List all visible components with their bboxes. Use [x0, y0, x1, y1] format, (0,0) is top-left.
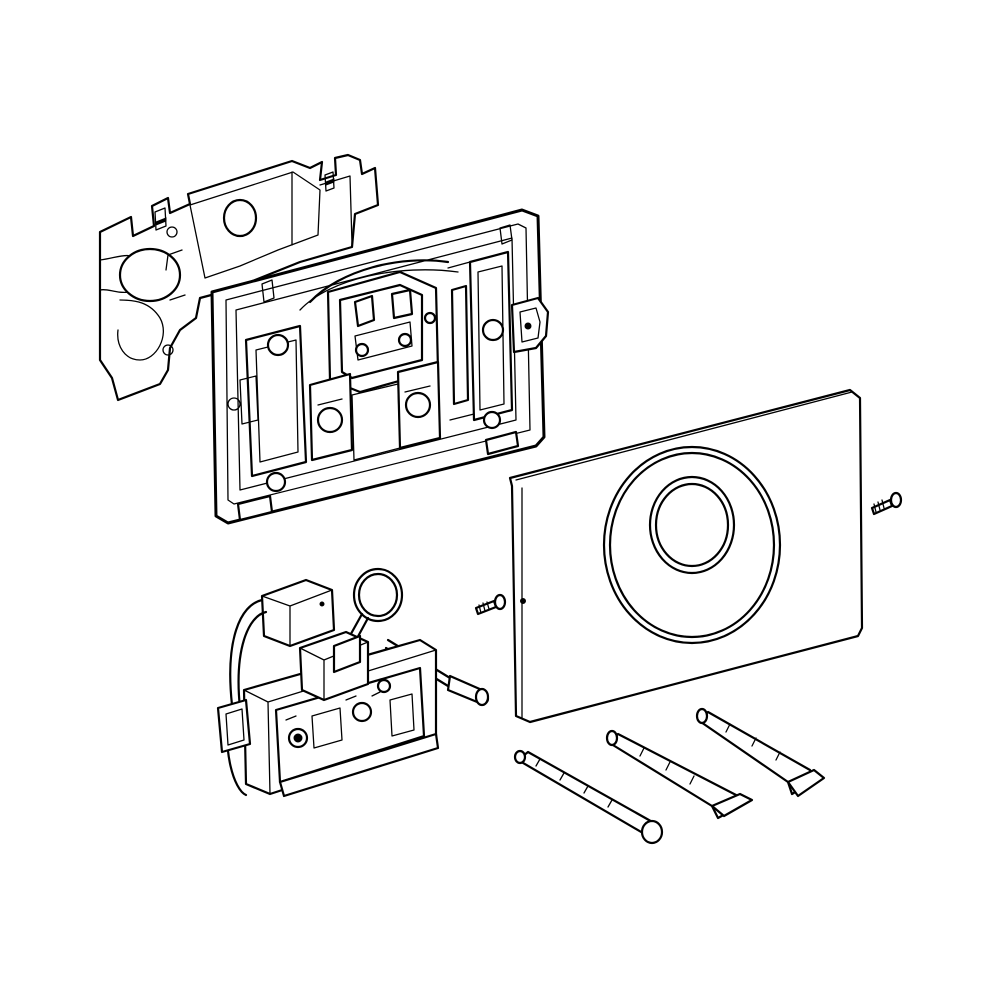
mounting-bracket [98, 153, 380, 402]
screw-right [870, 491, 903, 516]
extension-rod-3 [695, 707, 826, 798]
actuator-plate [508, 388, 864, 724]
extension-rod-2 [605, 729, 754, 820]
control-unit [216, 567, 490, 798]
extension-rod-1 [513, 749, 664, 845]
frame-carrier [210, 208, 550, 525]
screw-left [474, 593, 507, 616]
